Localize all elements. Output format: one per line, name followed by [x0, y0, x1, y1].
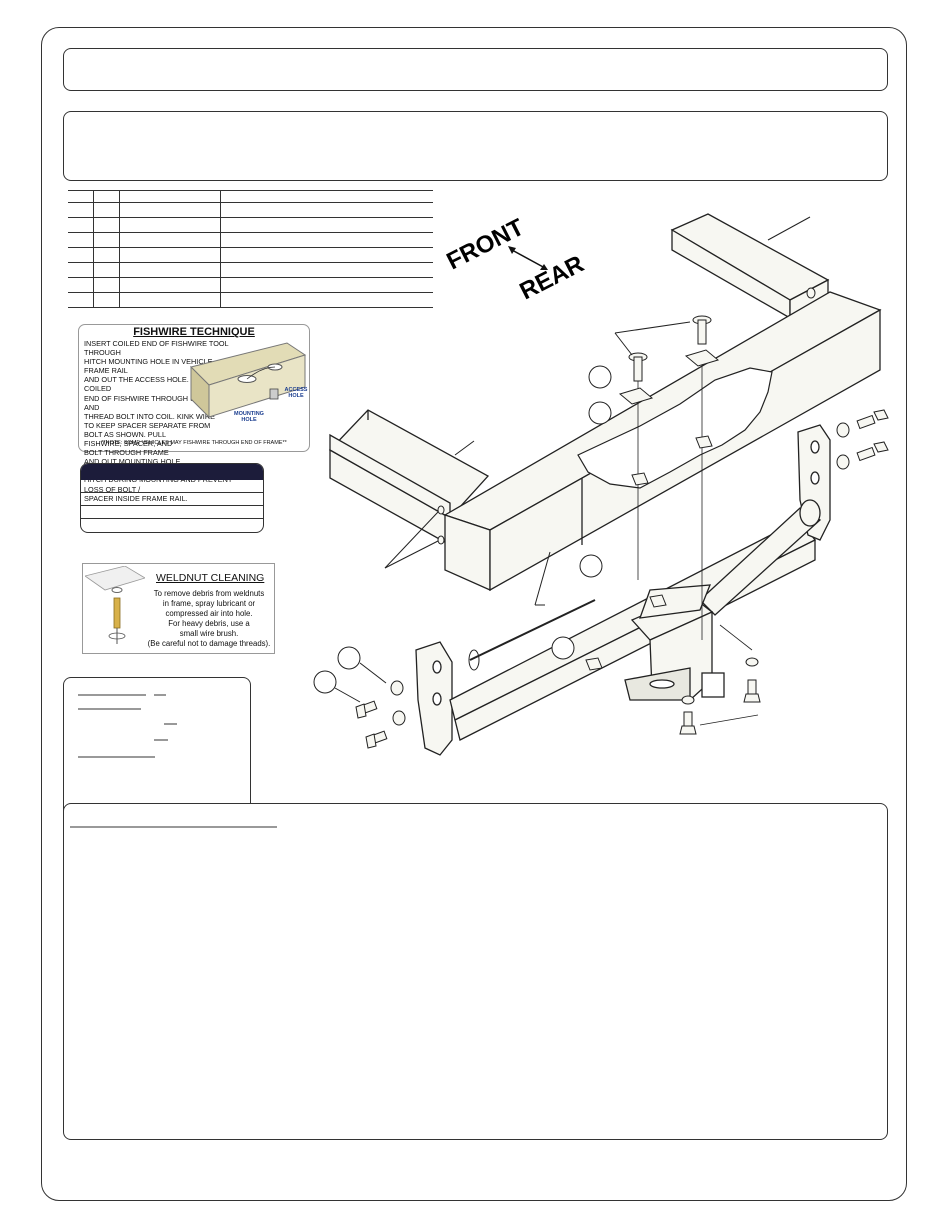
bolt-callout-leader — [719, 624, 753, 651]
callout-circle — [551, 636, 575, 660]
left-rail-leader — [454, 440, 475, 456]
right-side-bracket — [699, 424, 831, 616]
page-frame — [41, 27, 907, 1201]
callout-circle — [579, 554, 603, 578]
frame-bolt-icon — [806, 287, 816, 299]
weldnut-instructions: To remove debris from weldnuts in frame,… — [147, 589, 271, 648]
flange-bolt-icon — [836, 409, 889, 470]
weldnut-illustration — [85, 566, 145, 644]
carriage-bolt-icon — [628, 315, 712, 382]
fishwire-line — [469, 599, 596, 661]
instructions-box — [63, 803, 888, 1140]
torque-table-header — [81, 464, 263, 480]
cutaway-section — [577, 367, 773, 489]
callout-circle — [588, 401, 612, 425]
left-side-bracket — [415, 641, 453, 756]
right-rail-leader — [767, 216, 811, 241]
table-row — [68, 190, 433, 203]
arrow-head-front-icon — [508, 246, 516, 254]
direction-arrow — [511, 249, 546, 269]
bolt-callout-leader — [384, 540, 439, 569]
table-row — [68, 217, 433, 233]
table-row — [81, 506, 263, 519]
table-row — [68, 247, 433, 263]
access-hole-label: ACCESS HOLE — [284, 387, 308, 399]
table-row — [68, 232, 433, 248]
callout-circle — [313, 670, 337, 694]
bolt-callout-leader — [614, 321, 691, 334]
receiver-tube — [624, 584, 725, 701]
front-label: FRONT — [442, 214, 528, 276]
right-frame-rail — [670, 213, 830, 320]
weldnut-title: WELDNUT CLEANING — [156, 572, 265, 584]
bolt-callout-leader — [334, 687, 361, 703]
instructions-heading-line — [70, 826, 277, 828]
table-row — [68, 277, 433, 293]
checklist-blank-lines — [78, 694, 177, 758]
table-row — [81, 493, 263, 506]
arrow-head-rear-icon — [540, 264, 548, 270]
callout-circle — [588, 365, 612, 389]
torque-table — [80, 463, 264, 533]
title-box — [63, 48, 888, 91]
lower-right-bolts-icon — [679, 657, 761, 735]
left-frame-rail — [328, 409, 490, 547]
bolt-callout-leader — [359, 662, 387, 684]
note-box — [63, 111, 888, 181]
callout-circle — [337, 646, 361, 670]
frame-bolt-icon — [437, 505, 445, 545]
square-spacer-icon — [618, 349, 720, 405]
table-row — [68, 202, 433, 218]
table-row — [68, 262, 433, 278]
table-row — [68, 292, 433, 308]
fishwire-title: FISHWIRE TECHNIQUE — [133, 326, 255, 338]
weldnut-cleaning-panel: WELDNUT CLEANING To remove debris from w… — [82, 563, 275, 654]
checklist-box — [63, 677, 251, 817]
mounting-hole-label: MOUNTING HOLE — [234, 411, 264, 423]
fishwire-coil-icon — [468, 649, 480, 671]
bolt-callout-leader — [384, 511, 439, 569]
bolt-callout-leader — [614, 332, 633, 356]
fishwire-note: **NOTE: SOME VEHICLES MAY FISHWIRE THROU… — [101, 440, 287, 446]
bolt-callout-leader — [699, 714, 759, 726]
fishwire-leader — [534, 551, 551, 606]
frame-rail-illustration — [190, 342, 307, 419]
hex-nut-icon — [585, 435, 713, 671]
hitch-assembly-diagram: FRONT REAR — [313, 213, 889, 756]
fishwire-technique-panel: FISHWIRE TECHNIQUE INSERT COILED END OF … — [78, 324, 310, 503]
lower-left-bolts-icon — [355, 680, 406, 749]
parts-table — [68, 190, 433, 308]
table-row — [81, 480, 263, 493]
